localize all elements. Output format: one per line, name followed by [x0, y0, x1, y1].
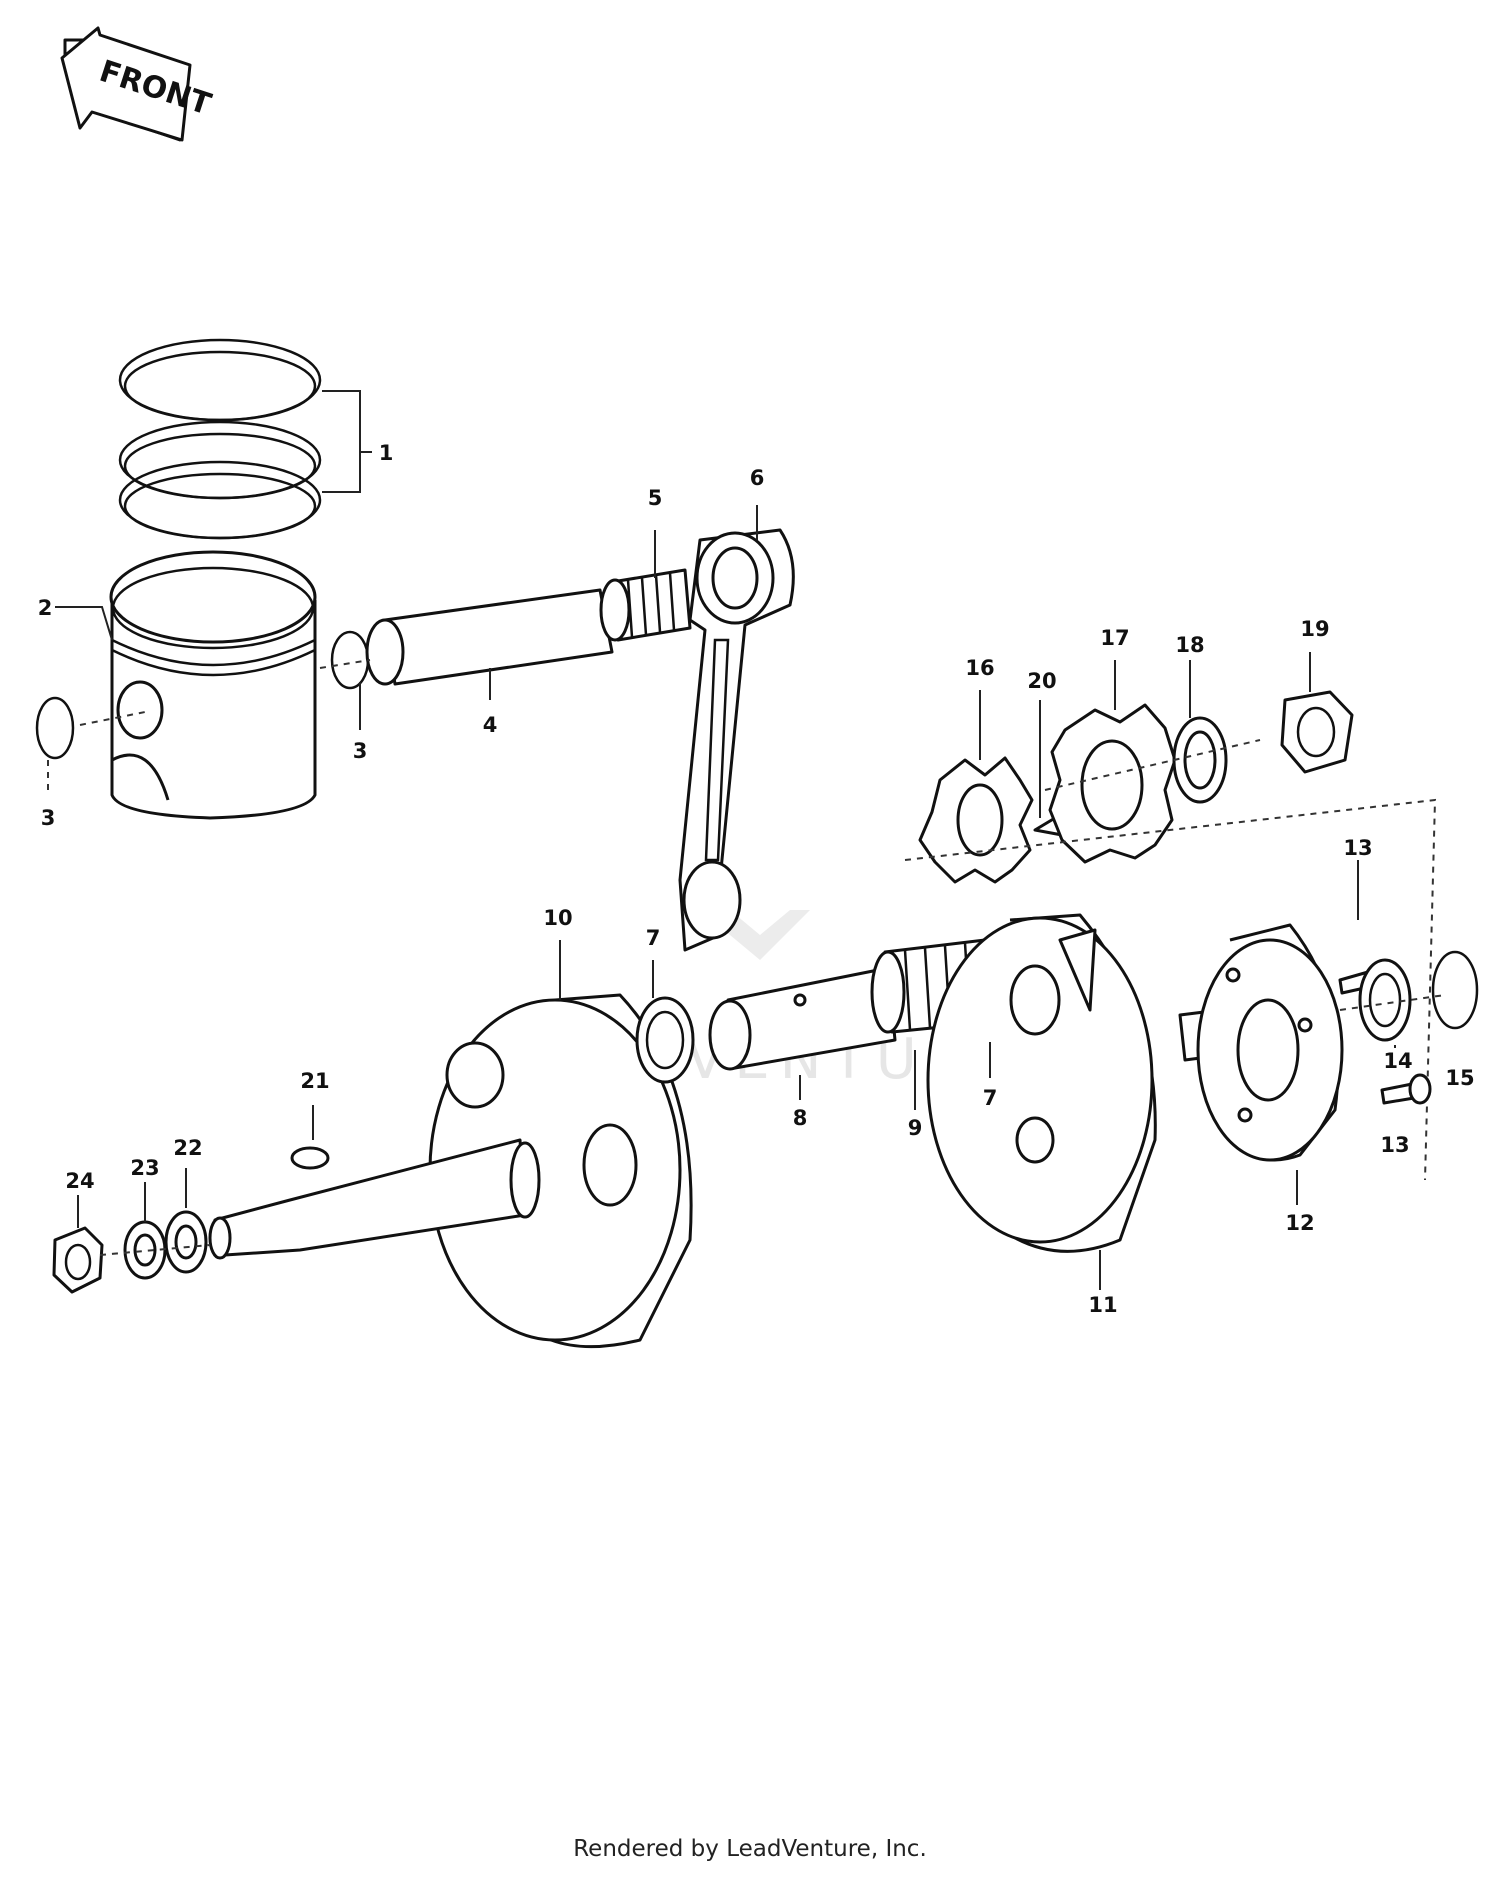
callout-7-left: 7	[646, 926, 661, 950]
callout-9: 9	[908, 1116, 923, 1140]
front-direction-arrow: FRONT	[60, 26, 216, 142]
right-flywheel	[926, 913, 1157, 1253]
callout-20: 20	[1027, 669, 1056, 693]
leader-lines	[55, 505, 1396, 1290]
left-nut	[52, 1226, 104, 1294]
oil-seal	[1358, 958, 1412, 1042]
circlip-right	[330, 630, 370, 690]
bolt-lower	[1380, 1073, 1432, 1105]
connecting-rod	[678, 528, 795, 952]
callout-15: 15	[1445, 1066, 1474, 1090]
gear-washer	[1172, 716, 1228, 804]
crank-pin	[708, 966, 897, 1071]
callout-19: 19	[1300, 617, 1329, 641]
washer-22	[164, 1210, 208, 1274]
woodruff-key-left	[290, 1146, 330, 1170]
callout-13-lower: 13	[1380, 1133, 1409, 1157]
callout-8: 8	[793, 1106, 808, 1130]
piston	[109, 550, 317, 820]
callout-2: 2	[38, 596, 53, 620]
callout-labels: 1 2 3 3 4 5 6 16 20 17 18 19 13 10 7 8 9…	[38, 441, 1475, 1317]
right-shaft-flange	[1178, 923, 1344, 1162]
callout-21: 21	[300, 1069, 329, 1093]
callout-7-right: 7	[983, 1086, 998, 1110]
lock-washer-23	[123, 1220, 167, 1280]
piston-pin	[365, 588, 614, 686]
callout-6: 6	[750, 466, 765, 490]
render-credit-footer: Rendered by LeadVenture, Inc.	[573, 1836, 927, 1862]
callout-10: 10	[543, 906, 572, 930]
callout-23: 23	[130, 1156, 159, 1180]
callout-1: 1	[379, 441, 394, 465]
callout-22: 22	[173, 1136, 202, 1160]
callout-24: 24	[65, 1169, 94, 1193]
callout-3-right: 3	[353, 739, 368, 763]
callout-11: 11	[1088, 1293, 1117, 1317]
circlip-left	[35, 696, 75, 760]
callout-3-left: 3	[41, 806, 56, 830]
crank-nut	[1280, 690, 1354, 774]
callout-4: 4	[483, 713, 498, 737]
left-flywheel	[428, 993, 693, 1349]
circlip-15	[1431, 950, 1479, 1030]
callout-17: 17	[1100, 626, 1129, 650]
callout-14: 14	[1383, 1049, 1412, 1073]
callout-12: 12	[1285, 1211, 1314, 1235]
small-end-needle-bearing	[599, 568, 692, 642]
callout-18: 18	[1175, 633, 1204, 657]
callout-16: 16	[965, 656, 994, 680]
callout-13-upper: 13	[1343, 836, 1372, 860]
thrust-washer-left	[635, 996, 695, 1084]
left-crankshaft-taper	[208, 1138, 541, 1260]
piston-rings	[118, 338, 322, 540]
callout-5: 5	[648, 486, 663, 510]
primary-gear-large	[1048, 703, 1177, 864]
primary-gear-small	[918, 756, 1034, 884]
